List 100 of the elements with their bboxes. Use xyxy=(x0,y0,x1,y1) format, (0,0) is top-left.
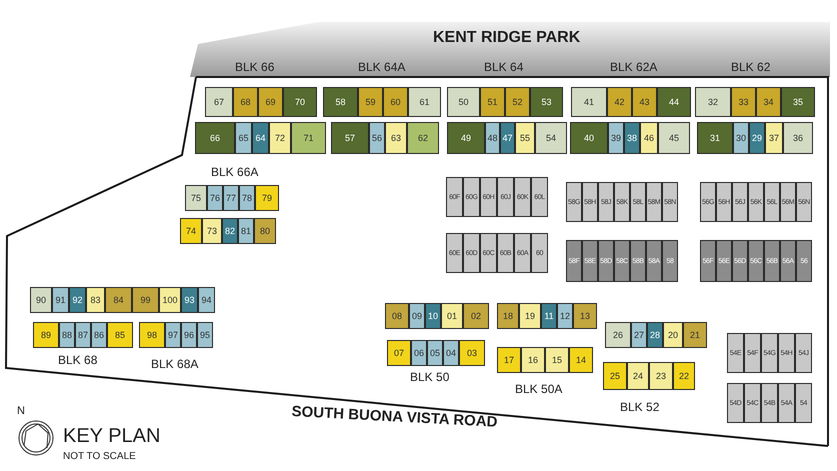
road-name: SOUTH BUONA VISTA ROAD xyxy=(291,404,498,430)
unit-block xyxy=(181,287,198,313)
unit-block xyxy=(515,122,535,154)
unit-number: 21 xyxy=(690,330,700,340)
unit-number: 57 xyxy=(344,134,355,142)
unit-block xyxy=(640,122,658,154)
unit-block xyxy=(624,122,640,154)
unit-block xyxy=(459,340,485,366)
unit-block xyxy=(385,303,409,329)
unit-block xyxy=(716,182,732,222)
unit-number: 66 xyxy=(210,134,220,142)
unit-block xyxy=(165,322,181,348)
unit-number: 13 xyxy=(580,312,590,320)
unit-block xyxy=(658,122,690,154)
unit-number: 10 xyxy=(428,312,438,320)
unit-number: 65 xyxy=(238,134,248,142)
unit-number: 51 xyxy=(487,98,498,106)
unit-number: 100 xyxy=(162,296,178,304)
unit-block xyxy=(254,218,276,244)
unit-block xyxy=(447,87,480,117)
unit-block xyxy=(441,303,463,329)
unit-block xyxy=(731,87,756,117)
unit-block xyxy=(497,303,519,329)
unit-block xyxy=(323,87,358,117)
unit-number: 64 xyxy=(255,134,266,142)
unit-number: 80 xyxy=(260,226,270,236)
unit-block xyxy=(530,87,563,117)
unit-number: 50 xyxy=(458,98,468,106)
unit-number: 72 xyxy=(274,134,285,142)
unit-number: 33 xyxy=(738,98,748,106)
unit-number: 14 xyxy=(576,356,586,364)
unit-block xyxy=(107,322,133,348)
unit-number: 24 xyxy=(632,372,643,380)
unit-block xyxy=(485,122,500,154)
unit-block xyxy=(630,182,646,222)
unit-block xyxy=(52,287,69,313)
unit-block xyxy=(761,383,778,423)
unit-block xyxy=(235,122,252,154)
block-label: BLK 50 xyxy=(410,371,450,383)
unit-number: 81 xyxy=(240,226,251,236)
unit-number: 32 xyxy=(708,98,718,106)
unit-block xyxy=(605,322,631,348)
unit-number: 53 xyxy=(541,98,552,106)
unit-number: 02 xyxy=(470,312,481,320)
unit-number: 34 xyxy=(763,98,774,106)
unit-number: 49 xyxy=(460,134,471,142)
unit-number: 08 xyxy=(392,312,402,320)
unit-block xyxy=(557,303,573,329)
unit-block xyxy=(409,303,425,329)
unit-block xyxy=(497,347,521,373)
unit-block xyxy=(756,87,781,117)
unit-block xyxy=(198,287,215,313)
unit-number: 96 xyxy=(184,330,194,340)
unit-number: 01 xyxy=(446,312,457,320)
unit-block xyxy=(514,177,531,217)
unit-number: 94 xyxy=(201,296,212,304)
unit-block xyxy=(673,362,695,390)
unit-block xyxy=(657,87,691,117)
unit-block xyxy=(566,240,582,282)
scale-note: NOT TO SCALE xyxy=(63,452,136,462)
park-name: KENT RIDGE PARK xyxy=(433,30,580,46)
unit-block xyxy=(631,322,647,348)
unit-block xyxy=(607,87,632,117)
unit-block xyxy=(222,218,238,244)
unit-number: 69 xyxy=(265,98,276,106)
unit-block xyxy=(582,240,598,282)
unit-number: 90 xyxy=(36,296,46,304)
unit-number: 26 xyxy=(612,330,623,340)
unit-number: 29 xyxy=(752,134,762,142)
unit-block xyxy=(30,287,52,313)
unit-block xyxy=(598,240,614,282)
unit-number: 23 xyxy=(656,372,666,380)
unit-block xyxy=(233,87,258,117)
unit-block xyxy=(447,122,485,154)
unit-block xyxy=(662,240,678,282)
unit-block xyxy=(732,240,748,282)
unit-block xyxy=(733,122,749,154)
unit-number: 88 xyxy=(62,330,72,340)
unit-block xyxy=(783,122,813,154)
unit-block xyxy=(765,122,783,154)
block-label: BLK 68A xyxy=(151,358,198,370)
unit-number: 84 xyxy=(113,296,124,304)
unit-number: 60 xyxy=(390,98,400,106)
unit-block xyxy=(780,182,796,222)
unit-block xyxy=(598,182,614,222)
unit-block xyxy=(582,182,598,222)
unit-block xyxy=(75,322,91,348)
unit-block xyxy=(749,122,765,154)
unit-block xyxy=(614,182,630,222)
unit-number: 41 xyxy=(584,98,594,106)
unit-number: 91 xyxy=(55,296,66,304)
unit-block xyxy=(764,240,780,282)
unit-block xyxy=(646,182,662,222)
unit-number: 04 xyxy=(446,348,456,358)
unit-block xyxy=(497,177,514,217)
block-label: BLK 62 xyxy=(731,61,770,73)
unit-block xyxy=(181,322,197,348)
unit-block xyxy=(205,87,233,117)
unit-number: 44 xyxy=(668,98,679,106)
unit-number: 27 xyxy=(634,330,644,340)
